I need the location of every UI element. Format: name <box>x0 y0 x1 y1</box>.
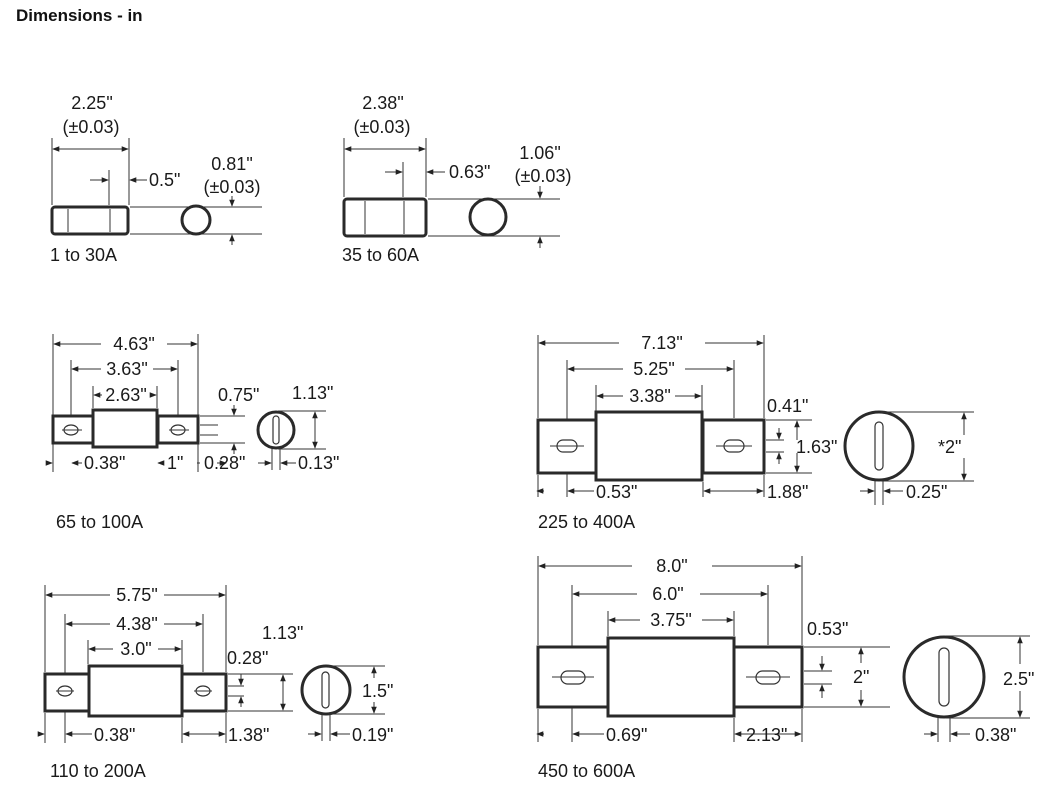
fuse-1-drawing: 2.25" (±0.03) 0.5" 0.81" (±0.03) 1 to 30… <box>50 93 262 265</box>
fuse-5-blade-height-label: 1.5" <box>362 681 393 701</box>
fuse-3-body-label: 2.63" <box>105 385 146 405</box>
fuse-3-end-diameter-label: 1.13" <box>292 383 333 403</box>
fuse-3-blade-length-label: 1" <box>167 453 183 473</box>
fuse-3-slot-label: 0.13" <box>298 453 339 473</box>
fuse-3-caption: 65 to 100A <box>56 512 143 532</box>
fuse-6-hole-diameter-label: 0.53" <box>807 619 848 639</box>
fuse-3-blade-height-label: 0.75" <box>218 385 259 405</box>
fuse-6-slot-label: 0.38" <box>975 725 1016 745</box>
fuse-5-slot-label: 0.19" <box>352 725 393 745</box>
fuse-5-caption: 110 to 200A <box>50 761 146 781</box>
fuse-3-hole-diameter-label: 0.28" <box>204 453 245 473</box>
fuse-6-drawing: 8.0" 6.0" 3.75" 0.53" 2" 2.5" <box>536 556 1034 781</box>
fuse-6-holes-label: 6.0" <box>652 584 683 604</box>
fuse-2-diameter-tolerance: (±0.03) <box>515 166 572 186</box>
fuse-1-diameter-label: 0.81" <box>211 154 252 174</box>
fuse-2-drawing: 2.38" (±0.03) 0.63" 1.06" (±0.03) 35 to … <box>342 93 571 265</box>
fuse-5-end-diameter-label: 1.13" <box>262 623 303 643</box>
fuse-5-blade-length-label: 1.38" <box>228 725 269 745</box>
fuse-2-length-tolerance: (±0.03) <box>354 117 411 137</box>
fuse-4-overall-label: 7.13" <box>641 333 682 353</box>
fuse-4-holes-label: 5.25" <box>633 359 674 379</box>
fuse-4-hole-diameter-label: 0.41" <box>767 396 808 416</box>
fuse-6-blade-length-label: 2.13" <box>746 725 787 745</box>
fuse-5-body-label: 3.0" <box>120 639 151 659</box>
fuse-6-caption: 450 to 600A <box>538 761 635 781</box>
fuse-6-end-diameter-label: 2.5" <box>1003 669 1034 689</box>
fuse-6-blade-height-label: 2" <box>853 667 869 687</box>
fuse-4-body-label: 3.38" <box>629 386 670 406</box>
fuse-5-hole-offset-label: 0.38" <box>94 725 135 745</box>
fuse-4-drawing: 7.13" 5.25" 3.38" 0.41" 1.63" *2" <box>536 333 974 532</box>
fuse-5-overall-label: 5.75" <box>116 585 157 605</box>
fuse-3-holes-label: 3.63" <box>106 359 147 379</box>
fuse-5-holes-label: 4.38" <box>116 614 157 634</box>
fuse-6-overall-label: 8.0" <box>656 556 687 576</box>
fuse-2-length-label: 2.38" <box>362 93 403 113</box>
fuse-4-slot-label: 0.25" <box>906 482 947 502</box>
fuse-4-blade-height-label: 1.63" <box>796 437 837 457</box>
fuse-6-hole-offset-label: 0.69" <box>606 725 647 745</box>
fuse-1-cap-label: 0.5" <box>149 170 180 190</box>
fuse-4-hole-offset-label: 0.53" <box>596 482 637 502</box>
fuse-3-hole-offset-label: 0.38" <box>84 453 125 473</box>
fuse-1-length-label: 2.25" <box>71 93 112 113</box>
fuse-6-body-label: 3.75" <box>650 610 691 630</box>
fuse-2-cap-label: 0.63" <box>449 162 490 182</box>
fuse-3-drawing: 4.63" 3.63" 2.63" 0.75" 1.13" <box>45 334 339 532</box>
fuse-2-diameter-label: 1.06" <box>519 143 560 163</box>
fuse-4-caption: 225 to 400A <box>538 512 635 532</box>
fuse-1-diameter-tolerance: (±0.03) <box>204 177 261 197</box>
fuse-2-caption: 35 to 60A <box>342 245 419 265</box>
fuse-5-hole-diameter-label: 0.28" <box>227 648 268 668</box>
fuse-4-end-diameter-label: *2" <box>938 437 961 457</box>
fuse-5-drawing: 5.75" 4.38" 3.0" 1.13" 0.28" 1.5" <box>37 585 393 781</box>
page-title: Dimensions - in <box>16 6 143 25</box>
fuse-1-length-tolerance: (±0.03) <box>63 117 120 137</box>
fuse-4-blade-length-label: 1.88" <box>767 482 808 502</box>
fuse-3-overall-label: 4.63" <box>113 334 154 354</box>
fuse-1-caption: 1 to 30A <box>50 245 117 265</box>
